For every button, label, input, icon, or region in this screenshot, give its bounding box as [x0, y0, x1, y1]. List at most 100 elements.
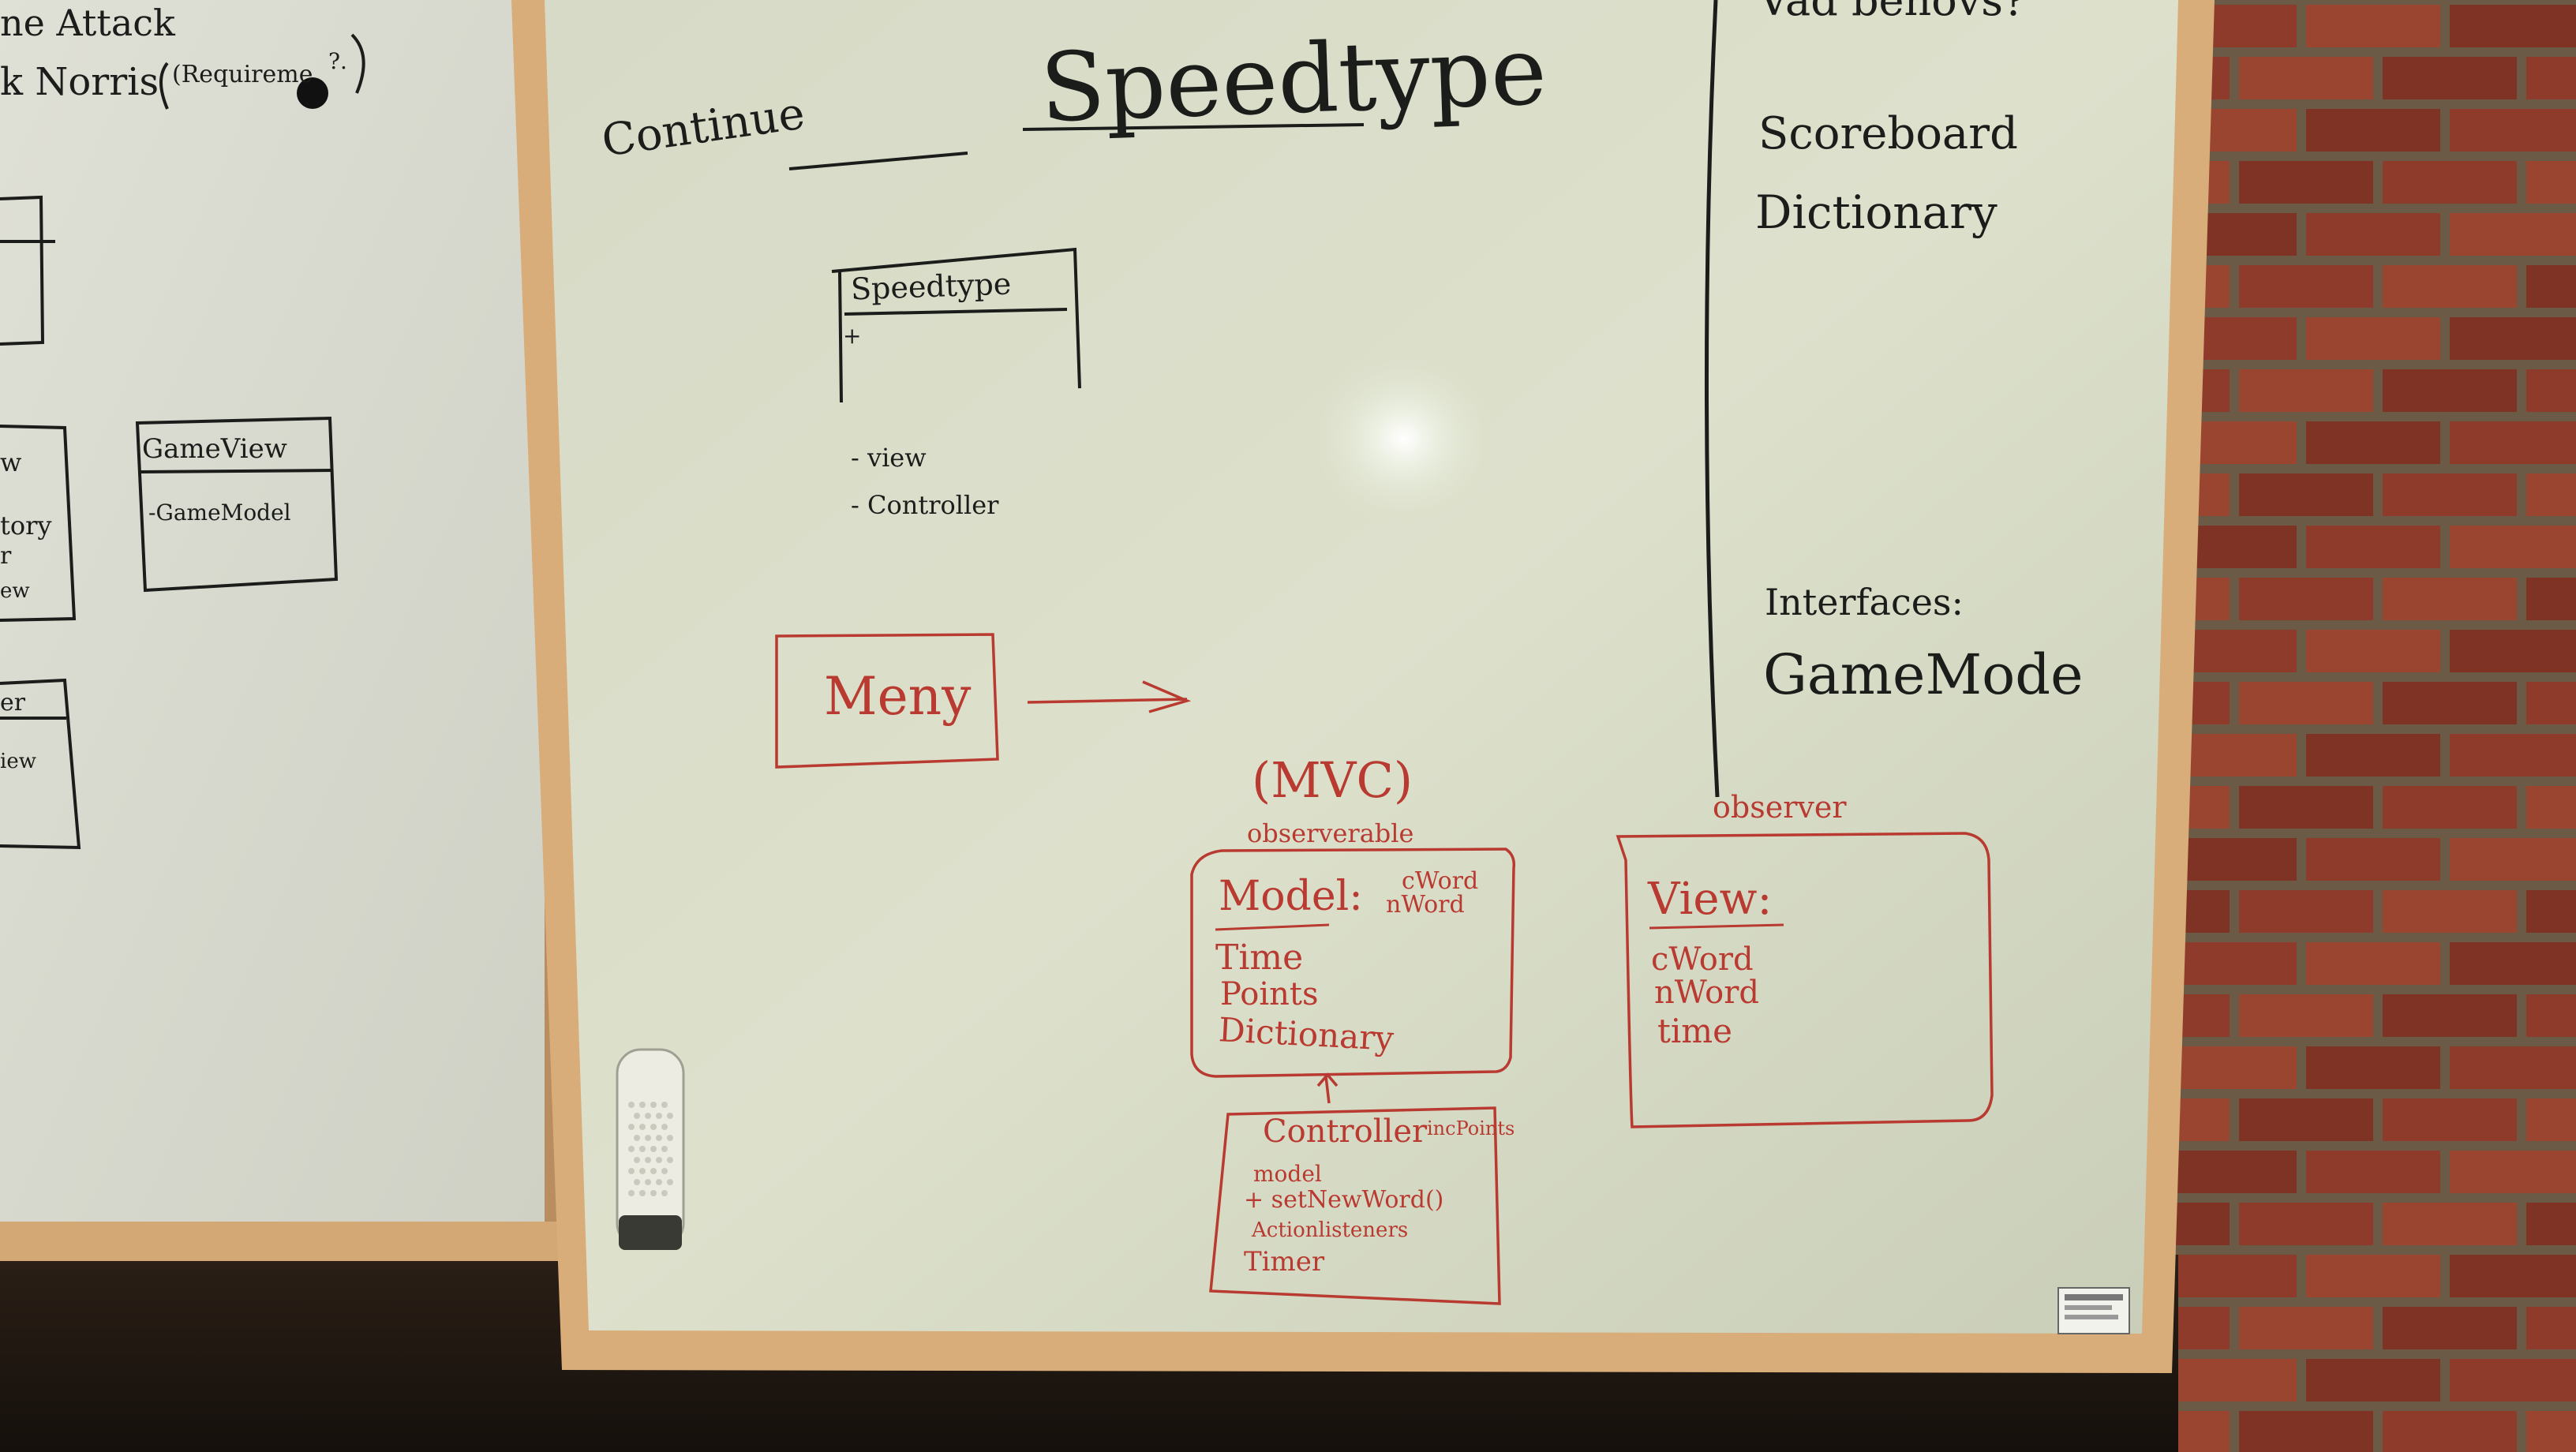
- eraser-dot: [656, 1135, 662, 1141]
- brick: [2450, 630, 2576, 672]
- brick: [2239, 994, 2373, 1037]
- left-board-fragment: er: [0, 689, 26, 717]
- eraser-dot: [661, 1190, 668, 1196]
- eraser-dot: [656, 1113, 662, 1119]
- eraser-dot: [661, 1146, 668, 1152]
- controller-field-model: model: [1253, 1161, 1322, 1187]
- brick: [2526, 57, 2576, 99]
- brick: [2306, 5, 2440, 47]
- brick: [2239, 1203, 2373, 1245]
- brick: [2383, 578, 2517, 620]
- model-side-cword: cWord: [1402, 867, 1479, 895]
- board-title: Speedtype: [1038, 16, 1548, 144]
- brick: [2450, 213, 2576, 256]
- eraser-dot: [628, 1124, 635, 1130]
- interfaces-label: Interfaces:: [1765, 581, 1964, 623]
- eraser-dot: [634, 1157, 640, 1163]
- brick: [2450, 109, 2576, 152]
- controller-field-timer: Timer: [1244, 1246, 1325, 1278]
- brick: [2306, 1359, 2440, 1401]
- class-box-name: Speedtype: [850, 266, 1012, 307]
- brick: [2306, 213, 2440, 256]
- eraser-dot: [645, 1179, 651, 1185]
- brick: [2239, 57, 2373, 99]
- brick: [2450, 1359, 2576, 1401]
- brick: [2383, 994, 2517, 1037]
- brick: [2383, 1307, 2517, 1349]
- menu-box-label: Meny: [824, 666, 972, 727]
- manufacturer-label-icon: [2057, 1287, 2130, 1334]
- brick: [2450, 838, 2576, 881]
- brick: [2239, 369, 2373, 412]
- brick: [2162, 1255, 2297, 1297]
- eraser-dot: [628, 1168, 635, 1174]
- right-column-dictionary: Dictionary: [1755, 185, 1998, 239]
- eraser-dot: [667, 1157, 673, 1163]
- eraser-dot: [656, 1157, 662, 1163]
- eraser-dot: [639, 1124, 646, 1130]
- brick: [2383, 57, 2517, 99]
- class-box-item-view: - view: [851, 443, 927, 473]
- controller-field-setnewword: + setNewWord(): [1244, 1186, 1444, 1214]
- eraser-dot: [639, 1146, 646, 1152]
- brick: [2306, 1151, 2440, 1193]
- whiteboard-eraser-icon[interactable]: [616, 1048, 685, 1250]
- eraser-dot: [645, 1135, 651, 1141]
- eraser-dot: [628, 1146, 635, 1152]
- brick: [2526, 1098, 2576, 1141]
- model-side-nword: nWord: [1386, 891, 1465, 919]
- brick: [2450, 317, 2576, 360]
- main-board-red-drawings: [775, 633, 1994, 1305]
- view-field-cword: cWord: [1651, 941, 1754, 978]
- left-board-fragment: w: [0, 447, 22, 477]
- brick: [2306, 838, 2440, 881]
- eraser-dot: [661, 1102, 668, 1108]
- brick: [2239, 578, 2373, 620]
- brick: [2526, 265, 2576, 308]
- controller-title: Controller: [1263, 1113, 1428, 1150]
- brick: [2162, 1046, 2297, 1089]
- brick: [2383, 890, 2517, 933]
- eraser-dot: [645, 1113, 651, 1119]
- brick: [2450, 734, 2576, 777]
- eraser-dot: [650, 1146, 657, 1152]
- eraser-dot: [628, 1102, 635, 1108]
- view-title: View:: [1648, 874, 1773, 925]
- left-board-question: ?.: [328, 48, 347, 74]
- eraser-dot: [667, 1135, 673, 1141]
- interfaces-gamemode: GameMode: [1763, 642, 2084, 707]
- eraser-dot: [650, 1190, 657, 1196]
- brick: [2306, 421, 2440, 464]
- left-board-line-norris: k Norris: [0, 60, 159, 104]
- eraser-dot: [656, 1179, 662, 1185]
- left-board-fragment: ew: [0, 579, 30, 603]
- view-field-nword: nWord: [1654, 975, 1759, 1011]
- brick: [2306, 630, 2440, 672]
- brick: [2526, 786, 2576, 829]
- brick: [2383, 473, 2517, 516]
- brick: [2306, 109, 2440, 152]
- eraser-dot: [634, 1135, 640, 1141]
- eraser-dot: [661, 1124, 668, 1130]
- brick: [2383, 1411, 2517, 1452]
- brick: [2450, 526, 2576, 568]
- brick: [2383, 786, 2517, 829]
- right-column-scoreboard: Scoreboard: [1758, 108, 2018, 159]
- brick: [2162, 1151, 2297, 1193]
- brick: [2383, 682, 2517, 724]
- eraser-dot: [628, 1190, 635, 1196]
- class-box-plus: +: [843, 323, 862, 349]
- brick: [2239, 1098, 2373, 1141]
- brick: [2526, 161, 2576, 204]
- brick: [2306, 317, 2440, 360]
- brick: [2306, 1046, 2440, 1089]
- class-box-item-controller: - Controller: [851, 490, 999, 520]
- controller-field-actionlisteners: Actionlisteners: [1252, 1218, 1409, 1242]
- model-field-points: Points: [1220, 976, 1319, 1012]
- model-field-time: Time: [1215, 937, 1304, 978]
- brick: [2450, 1046, 2576, 1089]
- brick: [2450, 421, 2576, 464]
- brick: [2239, 786, 2373, 829]
